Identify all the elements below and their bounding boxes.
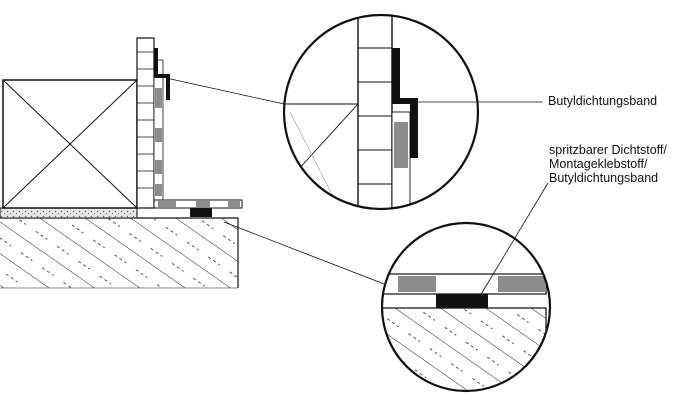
label-sealant-line-1: spritzbarer Dichtstoff/: [549, 143, 667, 157]
horizontal-sill: [153, 199, 243, 217]
main-section: [0, 37, 385, 289]
leader-bottom: [223, 221, 385, 285]
label-sealant: spritzbarer Dichtstoff/ Montageklebstoff…: [549, 143, 667, 185]
screed-strip: [0, 207, 138, 219]
leader-sealant: [479, 182, 549, 297]
butyl-tape-sill: [190, 208, 212, 217]
frame-box: [2, 79, 138, 209]
sealant-detail: [436, 294, 488, 308]
label-sealant-line-3: Butyldichtungsband: [549, 171, 659, 185]
butyl-tape-detail: [392, 48, 418, 158]
detail-circle-bottom: [380, 182, 552, 393]
concrete-slab: [0, 218, 238, 288]
label-sealant-line-2: Montageklebstoff/: [549, 157, 648, 171]
label-butyl-tape: Butyldichtungsband: [548, 94, 658, 108]
butyl-tape-main: [154, 48, 170, 100]
detail-circle-top: [282, 13, 543, 211]
leader-top: [165, 77, 285, 105]
vertical-profile: [136, 37, 170, 209]
